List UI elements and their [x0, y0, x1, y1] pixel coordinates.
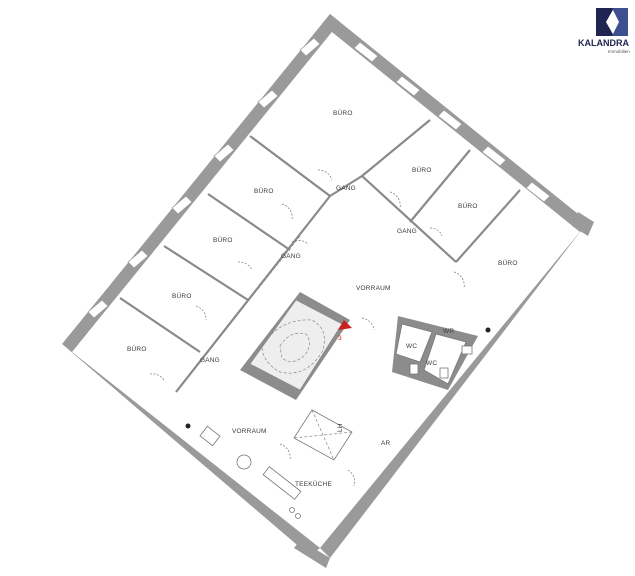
wall-southeast [320, 222, 588, 558]
window [213, 143, 235, 163]
logo-subtitle: Immobilien [608, 49, 630, 54]
corner-marker [185, 423, 191, 429]
window [87, 299, 109, 319]
wc-room-2 [423, 333, 467, 385]
room-label-vorraum: VORRAUM [356, 285, 391, 292]
round-table [236, 454, 252, 470]
doors [149, 169, 465, 487]
counter [262, 466, 302, 500]
window [299, 37, 321, 57]
room-label-teekueche: TEEKÜCHE [295, 480, 332, 488]
door-swing [237, 261, 253, 271]
room-label-gang: GANG [336, 185, 356, 192]
door-swing [361, 317, 375, 331]
stair-steps [261, 319, 325, 374]
floor-marker: 3 [338, 320, 352, 342]
corner-marker [485, 327, 491, 333]
room-label-ar: AR [381, 440, 391, 447]
door-swing [195, 305, 207, 321]
partition [175, 195, 331, 393]
room-labels: BÜRO BÜRO BÜRO BÜRO BÜRO BÜRO BÜRO BÜRO … [127, 109, 518, 488]
room-label-buero: BÜRO [333, 109, 353, 117]
room-label-buero: BÜRO [412, 166, 432, 174]
partition [249, 135, 331, 197]
room-label-buero: BÜRO [254, 187, 274, 195]
door-swing [389, 191, 401, 209]
window [257, 89, 279, 109]
floor-plan: BÜRO BÜRO BÜRO BÜRO BÜRO BÜRO BÜRO BÜRO … [62, 14, 594, 568]
sink [199, 425, 221, 447]
logo-text: KALANDRA [578, 38, 629, 48]
washbasin [461, 345, 473, 355]
room-label-buero: BÜRO [127, 345, 147, 353]
staircase [249, 299, 343, 391]
room-label-gang: GANG [397, 228, 417, 235]
company-logo: KALANDRA Immobilien [578, 8, 630, 54]
door-swing [281, 203, 293, 221]
door-swing [317, 169, 333, 181]
stove-burner [295, 513, 301, 519]
lift-shaft [293, 409, 353, 461]
room-label-buero: BÜRO [213, 236, 233, 244]
window [171, 195, 193, 215]
stair-eye [279, 332, 310, 362]
room-label-wc: WC [426, 360, 437, 367]
partition [455, 189, 521, 263]
partition [119, 297, 201, 353]
wc-room-1 [395, 323, 433, 363]
room-label-gang: GANG [281, 253, 301, 260]
toilet [439, 367, 449, 379]
partition [361, 119, 431, 177]
partition [361, 175, 457, 263]
wall-southwest [62, 344, 320, 556]
room-label-wc: WC [406, 343, 417, 350]
partition [163, 245, 249, 301]
door-swing [347, 469, 355, 487]
window [481, 145, 507, 167]
kitchen-fixtures [199, 425, 302, 519]
door-swing [453, 271, 465, 289]
window [395, 75, 421, 97]
partition [329, 175, 363, 197]
corner-bottom [294, 540, 330, 568]
door-swing [291, 240, 309, 245]
corner-right [572, 212, 594, 236]
stove-burner [289, 507, 295, 513]
window [127, 249, 149, 269]
door-swing [149, 373, 165, 381]
door-swing [279, 443, 291, 461]
lift-cross [311, 409, 335, 461]
windows-northeast [353, 41, 551, 203]
corridor-edge [199, 235, 301, 363]
door-swing [429, 227, 443, 237]
room-label-buero: BÜRO [172, 292, 192, 300]
sanitary-block [392, 316, 478, 390]
window [353, 41, 379, 63]
partition [409, 149, 471, 223]
logo-mark-left [596, 8, 614, 36]
floor-marker-arrow [338, 320, 352, 330]
room-label-buero: BÜRO [458, 202, 478, 210]
stair-core [240, 292, 350, 400]
logo-mark-right [612, 8, 628, 36]
partition [207, 193, 291, 251]
windows-northwest [87, 37, 321, 319]
room-label-lift: LH [337, 423, 344, 432]
window [437, 109, 463, 131]
room-label-vorraum: VORRAUM [232, 428, 267, 435]
window [525, 181, 551, 203]
room-label-gang: GANG [200, 357, 220, 364]
toilet [409, 363, 419, 375]
floor-marker-label: 3 [338, 335, 342, 342]
room-label-wr: WR [443, 328, 454, 335]
interior-walls [119, 119, 521, 393]
room-label-buero: BÜRO [498, 259, 518, 267]
